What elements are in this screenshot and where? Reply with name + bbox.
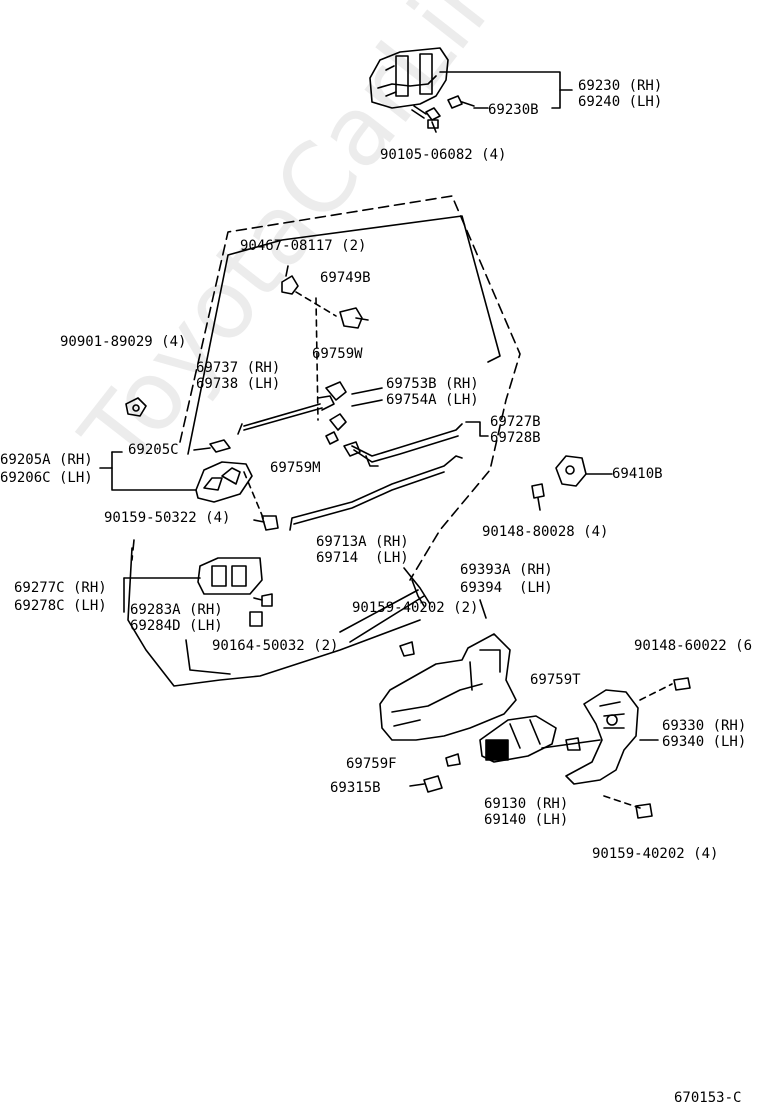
label-69753b: 69753B (RH): [386, 376, 479, 392]
label-90148-60022: 90148-60022 (6: [634, 638, 753, 654]
label-90901: 90901-89029 (4): [60, 334, 187, 350]
screw-90901: [125, 397, 147, 417]
label-69759m: 69759M: [270, 460, 321, 476]
handle-pad-69230b: [447, 95, 475, 109]
glass-frame-inner: [187, 215, 501, 455]
label-69205c: 69205C: [128, 442, 179, 458]
inside-bezel: [195, 461, 253, 503]
inside-handle: [197, 557, 263, 595]
label-69205a: 69205A (RH): [0, 452, 93, 468]
label-69230b: 69230B: [488, 102, 539, 118]
label-69330: 69330 (RH): [662, 718, 747, 734]
label-69727b: 69727B: [490, 414, 541, 430]
cap-90164: [249, 611, 263, 627]
label-69410b: 69410B: [612, 466, 663, 482]
label-69315b: 69315B: [330, 780, 381, 796]
clip-69759f: [445, 753, 461, 767]
label-69759w: 69759W: [312, 346, 363, 362]
label-69140: 69140 (LH): [484, 812, 569, 828]
clip-69759m: [343, 441, 361, 457]
label-69277c: 69277C (RH): [14, 580, 107, 596]
switch-69315b: [409, 775, 443, 793]
label-69749b: 69749B: [320, 270, 371, 286]
label-90467: 90467-08117 (2): [240, 238, 367, 254]
figure-id: 670153-C: [674, 1090, 742, 1106]
clip-69759w: [325, 381, 347, 401]
label-69738: 69738 (LH): [196, 376, 281, 392]
label-90164: 90164-50032 (2): [212, 638, 339, 654]
rod-69713a: [289, 455, 463, 531]
door-lower-outline: [127, 547, 421, 687]
screw-90148-60022: [673, 677, 691, 691]
lock-guide-69410b: [555, 455, 587, 487]
clip-69753b: [325, 413, 347, 445]
clip-69749b: [339, 307, 369, 329]
label-69714: 69714 (LH): [316, 550, 409, 566]
clip-69759t: [565, 737, 581, 751]
label-69759t: 69759T: [530, 672, 581, 688]
label-69737: 69737 (RH): [196, 360, 281, 376]
label-69728b: 69728B: [490, 430, 541, 446]
label-69713a: 69713A (RH): [316, 534, 409, 550]
label-69754a: 69754A (LH): [386, 392, 479, 408]
label-90159-40202-4: 90159-40202 (4): [592, 846, 719, 862]
label-69278c: 69278C (LH): [14, 598, 107, 614]
rod-69737: [237, 395, 335, 435]
label-90159-40202-2: 90159-40202 (2): [352, 600, 479, 616]
label-69340: 69340 (LH): [662, 734, 747, 750]
label-69130: 69130 (RH): [484, 796, 569, 812]
label-90159-50322: 90159-50322 (4): [104, 510, 231, 526]
label-69206c: 69206C (LH): [0, 470, 93, 486]
label-69283a: 69283A (RH): [130, 602, 223, 618]
label-90148-80028: 90148-80028 (4): [482, 524, 609, 540]
door-latch: [565, 689, 639, 785]
outside-handle: [369, 47, 449, 109]
door-lock-assembly: [479, 715, 557, 763]
label-69230: 69230 (RH): [578, 78, 663, 94]
door-outline-dashed: [179, 195, 521, 581]
label-90105: 90105-06082 (4): [380, 147, 507, 163]
clip-69205c: [209, 439, 231, 453]
screw-90159-40202: [399, 641, 415, 657]
label-69394: 69394 (LH): [460, 580, 553, 596]
screw-90148-80028: [531, 483, 545, 511]
handle-screw: [411, 105, 441, 133]
lock-base-plate: [379, 633, 517, 741]
screw-90159-40202-4: [635, 803, 653, 819]
screw-69283: [253, 593, 273, 607]
label-69759f: 69759F: [346, 756, 397, 772]
label-69284d: 69284D (LH): [130, 618, 223, 634]
rod-69727b: [351, 423, 463, 467]
label-69240: 69240 (LH): [578, 94, 663, 110]
label-69393a: 69393A (RH): [460, 562, 553, 578]
clip-90467: [281, 265, 299, 295]
screw-90159: [253, 515, 279, 531]
